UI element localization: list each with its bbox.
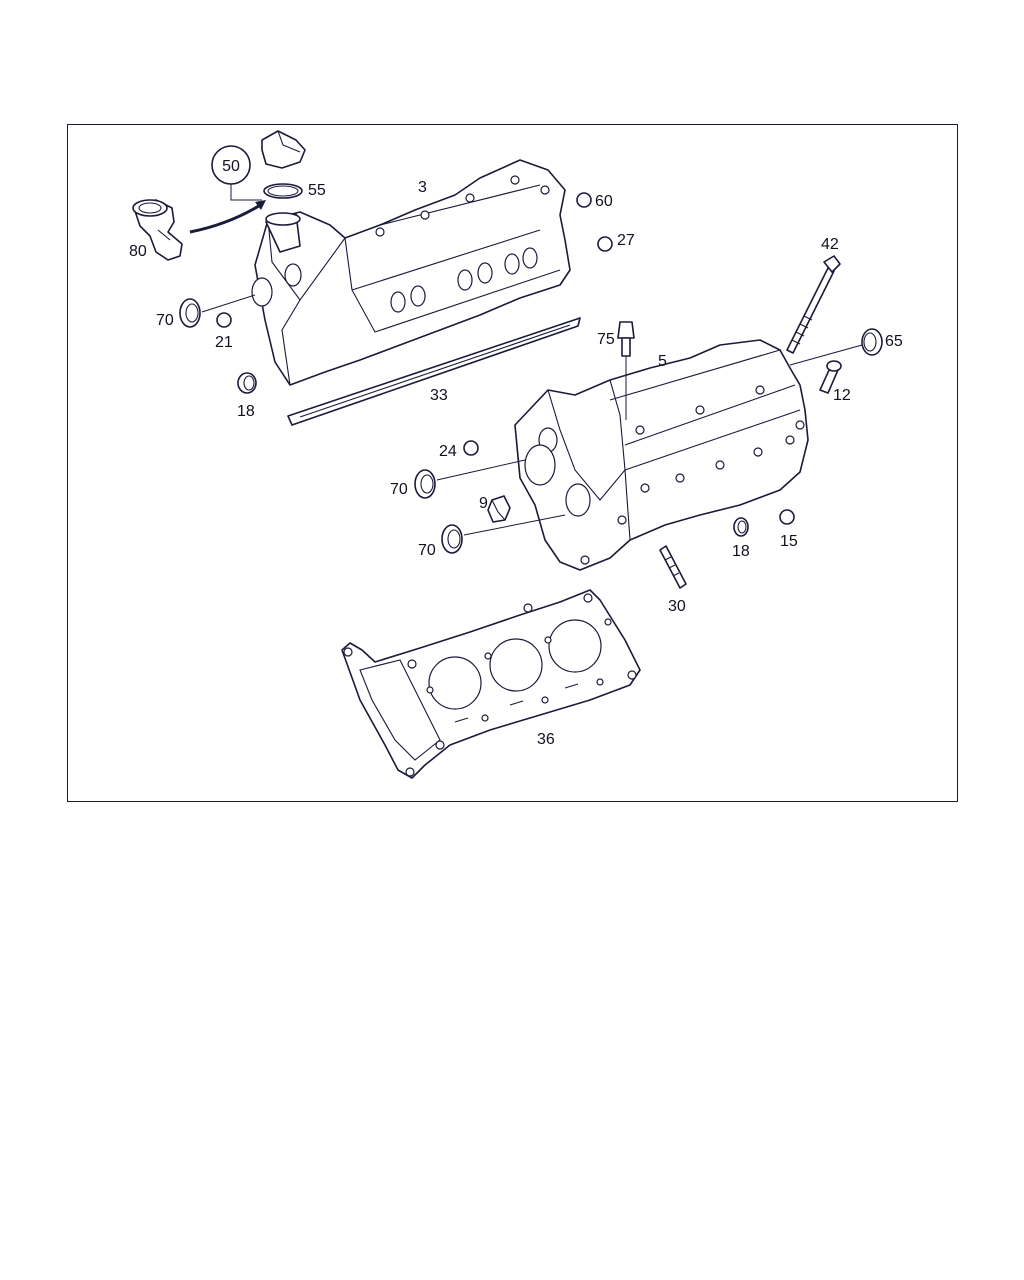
cylinder-head-part-3 [251, 159, 571, 386]
callout-18-lower: 18 [732, 543, 750, 560]
filler-neck-part-80 [132, 199, 266, 261]
plug-part-18-lower [733, 517, 749, 537]
callout-70-upper: 70 [156, 312, 174, 329]
callout-5: 5 [658, 353, 667, 370]
plug-part-9 [487, 495, 511, 523]
cap-part-50 [211, 130, 306, 201]
seal-part-70-lower [441, 514, 566, 554]
callout-3: 3 [418, 179, 427, 196]
plug-part-15 [779, 509, 795, 525]
callout-24: 24 [439, 443, 457, 460]
seal-part-70-middle [414, 459, 526, 499]
plug-part-21 [216, 312, 232, 328]
callout-42: 42 [821, 236, 839, 253]
callout-80: 80 [129, 243, 147, 260]
callout-55: 55 [308, 182, 326, 199]
callout-15: 15 [780, 533, 798, 550]
gasket-part-36 [341, 589, 641, 779]
plug-part-24 [463, 440, 479, 456]
plug-part-27 [597, 236, 613, 252]
callout-50: 50 [222, 158, 240, 175]
callout-70-lower: 70 [418, 542, 436, 559]
callout-70-middle: 70 [390, 481, 408, 498]
seal-part-65 [789, 328, 883, 366]
seal-part-70-upper [179, 294, 256, 328]
stud-part-75 [617, 321, 635, 420]
callout-60: 60 [595, 193, 613, 210]
callout-33: 33 [430, 387, 448, 404]
o-ring-part-55 [263, 183, 303, 199]
callout-36: 36 [537, 731, 555, 748]
gasket-part-33 [287, 317, 581, 426]
bolt-part-12 [819, 360, 842, 394]
callout-27: 27 [617, 232, 635, 249]
bolt-part-42 [786, 255, 841, 354]
stud-part-30 [659, 545, 687, 589]
callout-18-upper: 18 [237, 403, 255, 420]
diagram-frame [67, 124, 958, 802]
callout-30: 30 [668, 598, 686, 615]
cylinder-head-part-5 [514, 339, 809, 571]
callout-65: 65 [885, 333, 903, 350]
callout-12: 12 [833, 387, 851, 404]
callout-21: 21 [215, 334, 233, 351]
plug-part-18-upper [237, 372, 257, 394]
callout-9: 9 [479, 495, 488, 512]
callout-labels: 50 55 3 60 27 80 42 70 21 75 65 5 33 12 … [129, 158, 903, 748]
callout-75: 75 [597, 331, 615, 348]
plug-part-60 [576, 192, 592, 208]
